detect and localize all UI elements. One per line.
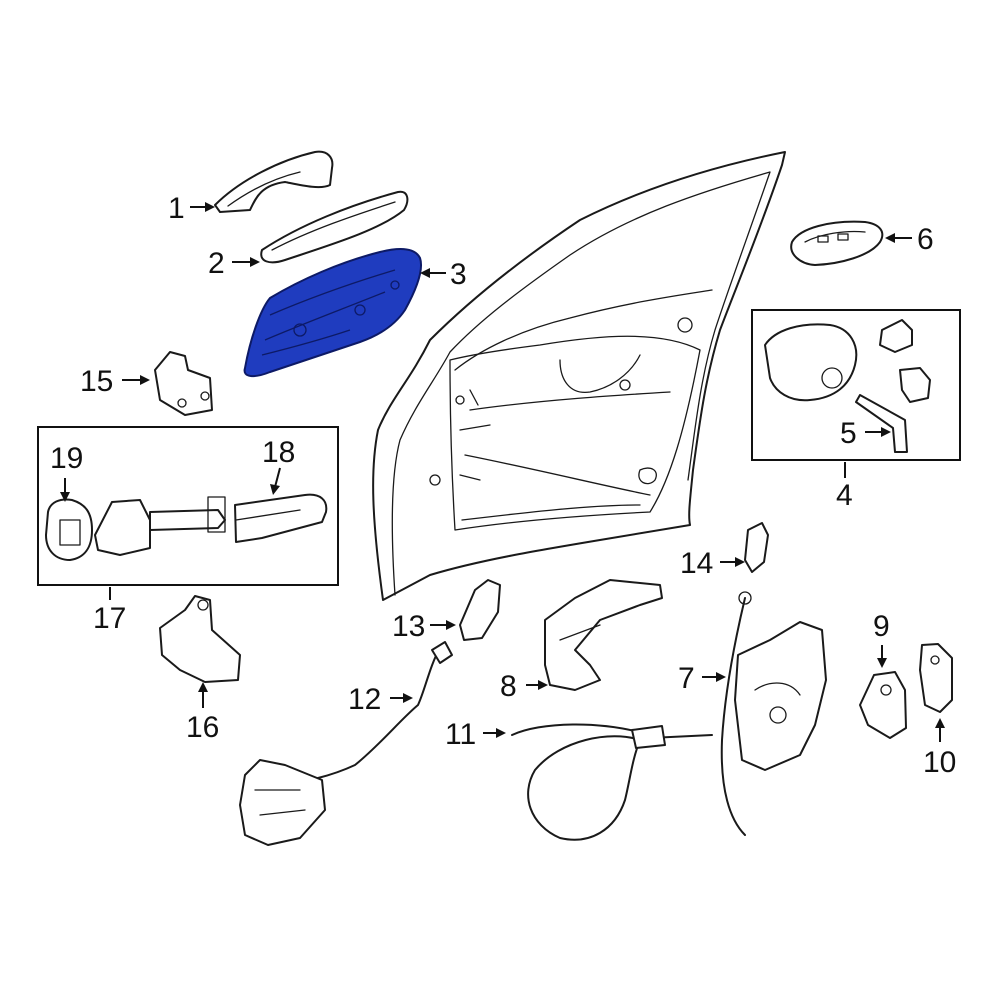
- callout-11: 11: [445, 718, 476, 751]
- part-5-key-blade: [855, 394, 908, 453]
- part-11-release-cable: [511, 723, 713, 841]
- part-10-striker-plate: [919, 643, 953, 713]
- part-9-striker: [859, 671, 907, 739]
- part-15-upper-hinge: [154, 351, 213, 416]
- part-4-lock-cylinder: [764, 319, 931, 403]
- part-13-bracket: [459, 579, 501, 641]
- callout-5: 5: [840, 417, 857, 450]
- part-1-outer-handle: [214, 150, 334, 213]
- callout-labels: 1 2 3 4 5 6 7 8 9 10 11 12 13 14 15 16 1…: [50, 192, 956, 779]
- part-16-lower-hinge: [159, 595, 241, 683]
- callout-1: 1: [168, 192, 185, 225]
- callout-2: 2: [208, 247, 225, 280]
- callout-16: 16: [186, 711, 219, 744]
- part-18-check-seal: [234, 493, 328, 543]
- callout-13: 13: [392, 610, 425, 643]
- part-3-handle-carrier: [243, 248, 422, 378]
- part-6-key-fob: [790, 220, 884, 266]
- callout-14: 14: [680, 547, 713, 580]
- callout-9: 9: [873, 610, 890, 643]
- part-7-door-latch: [720, 591, 827, 836]
- callout-10: 10: [923, 746, 956, 779]
- door-shell: [372, 151, 786, 601]
- part-14-lock-cover: [744, 522, 769, 573]
- callout-7: 7: [678, 662, 695, 695]
- callout-3: 3: [450, 258, 467, 291]
- callout-arrows: [60, 202, 945, 742]
- callout-8: 8: [500, 670, 517, 703]
- part-8-release-bracket: [544, 579, 663, 691]
- part-12-actuator-cable: [239, 641, 453, 846]
- part-4-group-box: [751, 309, 961, 461]
- part-17-group-box: [37, 426, 339, 586]
- callout-17: 17: [93, 602, 126, 635]
- part-2-gasket: [260, 190, 409, 264]
- callout-12: 12: [348, 683, 381, 716]
- part-19-check-cover: [45, 498, 93, 561]
- callout-19: 19: [50, 442, 83, 475]
- callout-18: 18: [262, 436, 295, 469]
- part-17-door-check: [94, 496, 226, 556]
- callout-15: 15: [80, 365, 113, 398]
- callout-6: 6: [917, 223, 934, 256]
- callout-4: 4: [836, 479, 853, 512]
